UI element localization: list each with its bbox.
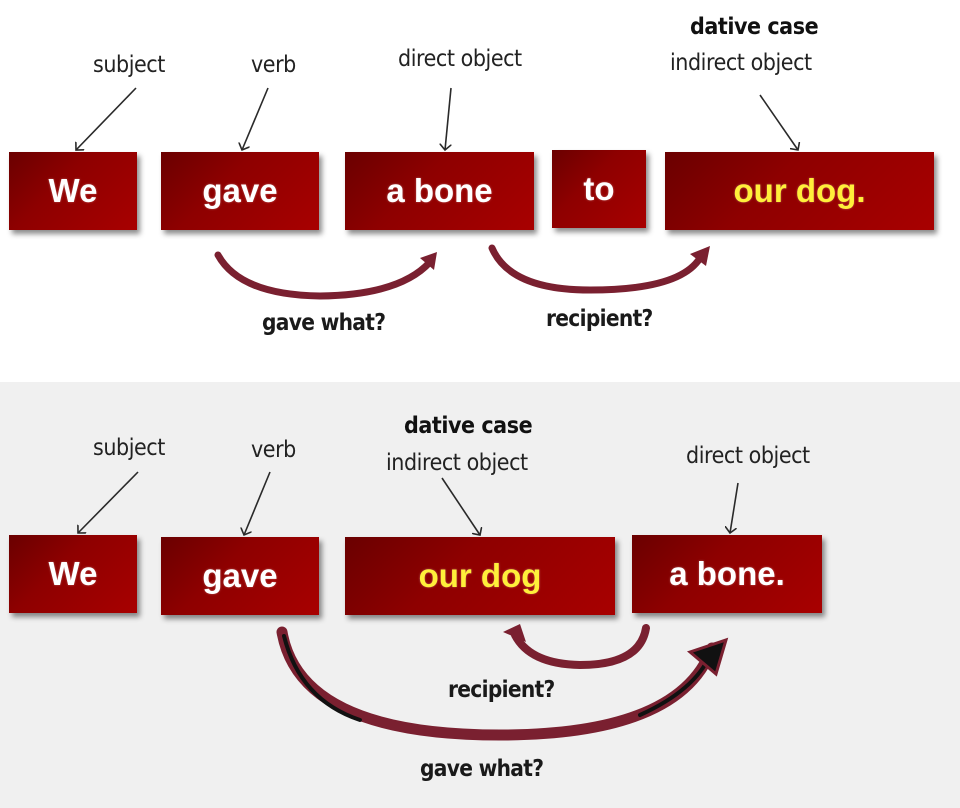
top-question-recipient: recipient? bbox=[546, 306, 653, 332]
bottom-label-indirect-object: indirect object bbox=[386, 450, 528, 476]
top-word-our-dog: our dog. bbox=[665, 152, 934, 230]
top-label-subject: subject bbox=[93, 52, 165, 78]
top-word-gave: gave bbox=[161, 152, 319, 230]
bottom-question-gave-what: gave what? bbox=[420, 756, 544, 782]
top-label-verb: verb bbox=[251, 52, 296, 78]
bottom-label-subject: subject bbox=[93, 435, 165, 461]
top-word-we: We bbox=[9, 152, 137, 230]
bottom-word-our-dog: our dog bbox=[345, 537, 615, 615]
bottom-label-direct-object: direct object bbox=[686, 443, 810, 469]
bottom-word-gave: gave bbox=[161, 537, 319, 615]
top-word-to: to bbox=[552, 150, 646, 228]
top-label-indirect-object: indirect object bbox=[670, 50, 812, 76]
top-word-a-bone: a bone bbox=[345, 152, 534, 230]
bottom-word-a-bone: a bone. bbox=[632, 535, 822, 613]
bottom-question-recipient: recipient? bbox=[448, 677, 555, 703]
top-label-direct-object: direct object bbox=[398, 46, 522, 72]
top-label-dative-case: dative case bbox=[690, 14, 819, 40]
bottom-word-we: We bbox=[9, 535, 137, 613]
bottom-label-verb: verb bbox=[251, 437, 296, 463]
bottom-label-dative-case: dative case bbox=[404, 413, 533, 439]
top-question-gave-what: gave what? bbox=[262, 310, 386, 336]
